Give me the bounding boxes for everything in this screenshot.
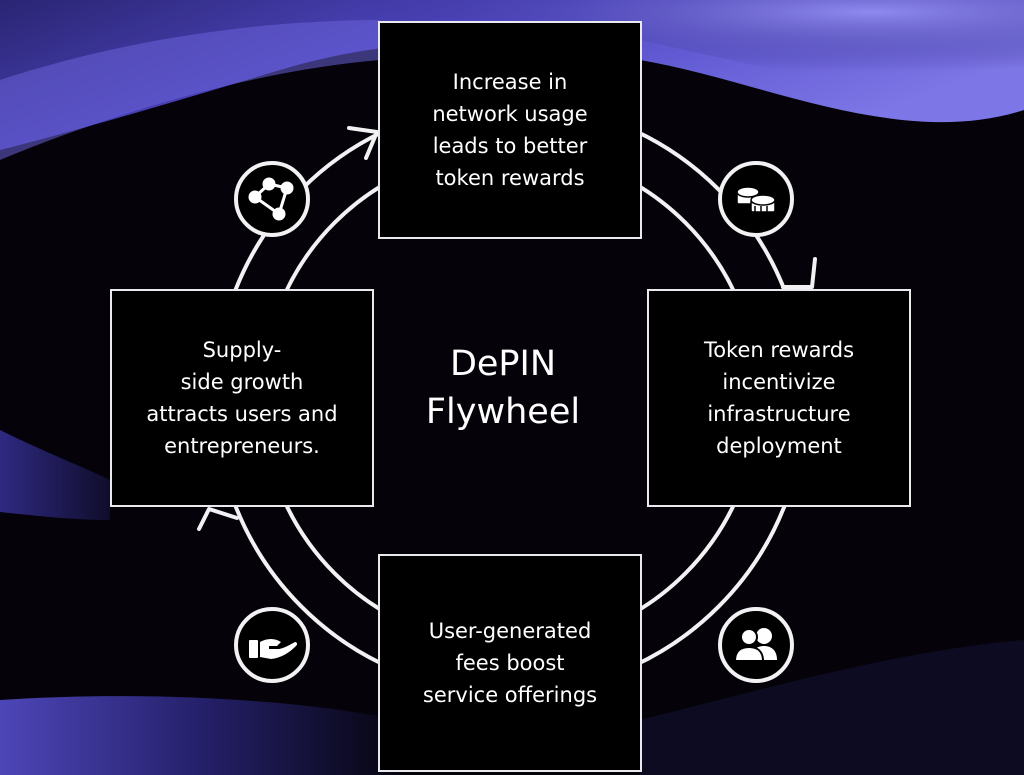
- node-text-line: side growth: [180, 370, 304, 394]
- node-text-line: entrepreneurs.: [164, 434, 320, 458]
- node-text-line: service offerings: [422, 683, 598, 707]
- node-text-line: User-generated: [428, 619, 592, 643]
- node-text-line: token rewards: [435, 166, 585, 190]
- node-text-line: Increase in: [452, 70, 568, 94]
- node-text-line: Supply-: [202, 338, 282, 362]
- title-line: Flywheel: [425, 392, 581, 432]
- node-text-line: leads to better: [432, 134, 588, 158]
- node-text-line: attracts users and: [146, 402, 338, 426]
- flywheel-node-top: Increase in network usage leads to bette…: [378, 21, 642, 239]
- flywheel-node-left: Supply- side growth attracts users and e…: [110, 289, 374, 507]
- node-text-line: Token rewards: [703, 338, 855, 362]
- users-icon: [717, 606, 795, 684]
- node-text-line: incentivize: [722, 370, 836, 394]
- node-text-line: network usage: [432, 102, 588, 126]
- hand-giving-icon: [233, 606, 311, 684]
- node-text-line: deployment: [716, 434, 842, 458]
- network-nodes-icon: [233, 160, 311, 238]
- diagram-title: DePIN Flywheel: [393, 340, 613, 436]
- flywheel-node-bottom: User-generated fees boost service offeri…: [378, 554, 642, 772]
- node-text-line: infrastructure: [707, 402, 851, 426]
- flywheel-node-right: Token rewards incentivize infrastructure…: [647, 289, 911, 507]
- title-line: DePIN: [449, 344, 557, 384]
- coins-icon: [717, 160, 795, 238]
- node-text-line: fees boost: [455, 651, 565, 675]
